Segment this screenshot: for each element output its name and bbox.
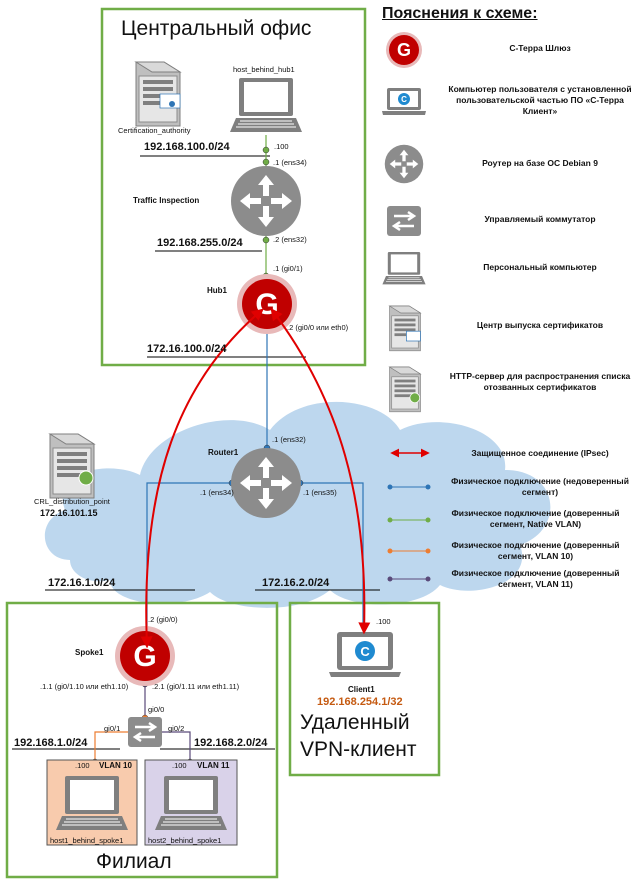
hub-lower-addr: .2 (gi0/0 или eth0): [287, 323, 349, 332]
router-left-addr: .1 (ens34): [200, 488, 234, 497]
router-top-addr: .1 (ens32): [272, 435, 306, 444]
host1-label: host1_behind_spoke1: [50, 836, 124, 845]
legend-vlan11-text: Физическое подключение (доверенный сегме…: [451, 568, 620, 589]
spoke-left-addr: .1.1 (gi0/1.10 или eth1.10): [40, 682, 129, 691]
client-addr: .100: [376, 617, 391, 626]
legend-native-line: [387, 517, 431, 523]
hub1-label: Hub1: [207, 286, 227, 295]
spoke1-gateway-icon: [115, 626, 175, 686]
router-right-addr: .1 (ens35): [303, 488, 337, 497]
legend-vlan10-text: Физическое подключение (доверенный сегме…: [451, 540, 620, 561]
remote-title-line2: VPN-клиент: [300, 738, 417, 761]
crl-label: CRL_distribution_point: [34, 497, 110, 506]
spoke-top-addr: .2 (gi0/0): [148, 615, 178, 624]
switch-top-port: gi0/0: [148, 705, 165, 714]
legend-ca-server-icon: [389, 305, 421, 352]
traffic-inspection-router-icon: [231, 166, 301, 236]
net-172-16-2: 172.16.2.0/24: [262, 577, 330, 589]
crl-distribution-server-icon: [49, 433, 95, 499]
host-hub1-addr: .100: [274, 142, 289, 151]
switch-left-port: gi0/1: [104, 724, 121, 733]
client1-label: Client1: [348, 685, 375, 694]
host2-label: host2_behind_spoke1: [148, 836, 222, 845]
legend-crl-text: HTTP-сервер для распространения списка о…: [449, 371, 631, 392]
legend-gateway-text: С-Терра Шлюз: [509, 43, 571, 53]
hub-upper-addr: .1 (gi0/1): [273, 264, 303, 273]
net-192-168-1: 192.168.1.0/24: [14, 737, 88, 749]
net-172-16-1: 172.16.1.0/24: [48, 577, 116, 589]
ti-lower-addr: .2 (ens32): [273, 235, 307, 244]
spoke-right-addr: .2.1 (gi0/1.11 или eth1.11): [152, 682, 240, 691]
svg-text:C: C: [401, 95, 407, 104]
legend-crl-server-icon: [389, 366, 421, 413]
traffic-inspection-label: Traffic Inspection: [133, 196, 200, 205]
legend-title: Пояснения к схеме:: [382, 5, 538, 22]
spoke1-label: Spoke1: [75, 648, 104, 657]
legend-native-text: Физическое подключение (доверенный сегме…: [451, 508, 620, 529]
crl-ip: 172.16.101.15: [40, 508, 98, 518]
host1-pc-icon: [55, 775, 129, 831]
legend-pc-icon: [382, 251, 426, 285]
legend-ca-text: Центр выпуска сертификатов: [476, 320, 604, 330]
host1-addr: .100: [75, 761, 90, 770]
net-192-168-2: 192.168.2.0/24: [194, 737, 268, 749]
client1-ip: 192.168.254.1/32: [317, 696, 403, 708]
legend-client-pc-text: Компьютер пользователя с установленной п…: [448, 84, 632, 116]
legend-untrusted-line: [387, 484, 431, 490]
branch-switch-icon: [128, 717, 162, 747]
svg-text:C: C: [360, 644, 370, 659]
legend-switch-icon: [387, 206, 421, 236]
legend-switch-text: Управляемый коммутатор: [484, 214, 596, 224]
central-office-title: Центральный офис: [121, 17, 312, 40]
legend-gateway-icon: [386, 32, 422, 68]
host-behind-hub1-label: host_behind_hub1: [233, 65, 295, 74]
host1-vlan: VLAN 10: [99, 761, 132, 770]
legend-vlan10-line: [387, 548, 431, 554]
legend-vlan11-line: [387, 576, 431, 582]
host2-pc-icon: [154, 775, 228, 831]
net-192-168-255: 192.168.255.0/24: [157, 237, 243, 249]
legend-router-text: Роутер на базе ОС Debian 9: [482, 158, 598, 168]
legend-untrusted-text: Физическое подключение (недоверенный сег…: [451, 476, 629, 497]
legend-ipsec-text: Защищенное соединение (IPsec): [471, 448, 609, 458]
legend-client-pc-icon: C: [382, 88, 426, 115]
client1-laptop-icon: C: [329, 632, 401, 677]
legend-router-icon: [384, 144, 424, 184]
host2-vlan: VLAN 11: [197, 761, 230, 770]
net-192-168-100: 192.168.100.0/24: [144, 141, 230, 153]
legend-pc-text: Персональный компьютер: [483, 262, 597, 272]
router1-label: Router1: [208, 448, 239, 457]
branch-title: Филиал: [96, 850, 172, 873]
host2-addr: .100: [172, 761, 187, 770]
ti-upper-addr: .1 (ens34): [273, 158, 307, 167]
ca-label: Certification_authority: [118, 126, 191, 135]
router1-router-icon: [231, 448, 301, 518]
net-172-16-100: 172.16.100.0/24: [147, 343, 227, 355]
remote-title-line1: Удаленный: [300, 711, 410, 734]
certification-authority-server-icon: [135, 61, 181, 127]
switch-right-port: gi0/2: [168, 724, 185, 733]
host-behind-hub1-pc-icon: [229, 77, 303, 133]
